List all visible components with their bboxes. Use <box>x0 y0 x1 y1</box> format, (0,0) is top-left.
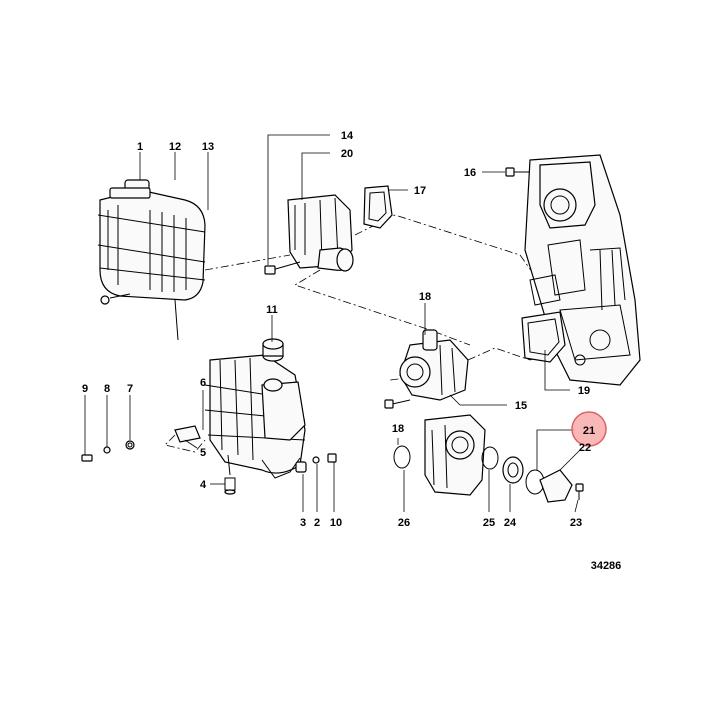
connector-reservoir-to-housing <box>204 254 291 271</box>
connector-housing-to-engine-top <box>354 214 546 291</box>
connector-housing-to-pump <box>294 269 471 346</box>
bolt-16 <box>505 167 530 177</box>
connector-bracket-group <box>164 434 206 453</box>
thermostat-housing-lower <box>424 414 486 496</box>
gasket-17 <box>363 185 393 229</box>
leader-22 <box>559 449 581 471</box>
lower-coolant-reservoir <box>204 354 306 479</box>
callout-9[interactable]: 9 <box>82 383 88 395</box>
leader-23 <box>574 499 579 513</box>
callout-1[interactable]: 1 <box>137 141 143 153</box>
callout-4[interactable]: 4 <box>200 479 207 491</box>
callout-14[interactable]: 14 <box>341 130 354 142</box>
callout-19[interactable]: 19 <box>578 385 590 397</box>
o-ring-26 <box>393 445 411 469</box>
callout-23[interactable]: 23 <box>570 517 582 529</box>
bolt-23 <box>575 483 584 500</box>
water-pump <box>384 329 469 409</box>
callout-18-bolt[interactable]: 18 <box>392 423 404 435</box>
callout-22[interactable]: 22 <box>579 442 591 454</box>
highlight-marker <box>571 411 607 447</box>
callout-5[interactable]: 5 <box>200 447 206 459</box>
leader-20 <box>301 152 330 200</box>
small-hardware-left <box>81 425 236 495</box>
callout-11[interactable]: 11 <box>266 304 278 316</box>
leader-5 <box>184 439 198 449</box>
callout-12[interactable]: 12 <box>169 141 181 153</box>
thermostat-24 <box>502 456 524 484</box>
callout-21[interactable]: 21 <box>583 425 595 437</box>
callout-15[interactable]: 15 <box>515 400 527 412</box>
callout-labels: 1 12 13 14 20 17 16 18 11 19 15 9 8 7 6 … <box>82 130 595 529</box>
o-ring-25 <box>481 446 499 470</box>
leader-19 <box>544 350 570 391</box>
callout-8[interactable]: 8 <box>104 383 110 395</box>
figure-number: 34286 <box>591 560 622 572</box>
callout-16[interactable]: 16 <box>464 167 476 179</box>
small-hardware-center <box>295 453 337 473</box>
gasket-19 <box>521 311 566 363</box>
callout-26[interactable]: 26 <box>398 517 410 529</box>
upper-coolant-reservoir <box>97 179 206 341</box>
callout-20[interactable]: 20 <box>341 148 353 160</box>
thermostat-housing-upper <box>264 194 354 275</box>
callout-7[interactable]: 7 <box>127 383 133 395</box>
cover-22 <box>539 469 573 503</box>
callout-10[interactable]: 10 <box>330 517 342 529</box>
callout-25[interactable]: 25 <box>483 517 495 529</box>
leader-lines <box>84 134 581 513</box>
callout-13[interactable]: 13 <box>202 141 214 153</box>
callout-3[interactable]: 3 <box>300 517 306 529</box>
callout-6[interactable]: 6 <box>200 377 206 389</box>
filler-cap <box>262 338 284 362</box>
callout-24[interactable]: 24 <box>504 517 517 529</box>
callout-2[interactable]: 2 <box>314 517 320 529</box>
connector-pump-to-engine <box>467 347 546 361</box>
leader-15 <box>449 394 507 406</box>
leader-14 <box>267 134 330 265</box>
callout-17[interactable]: 17 <box>414 185 426 197</box>
callout-18-pump[interactable]: 18 <box>419 291 431 303</box>
leader-21 <box>536 429 574 470</box>
